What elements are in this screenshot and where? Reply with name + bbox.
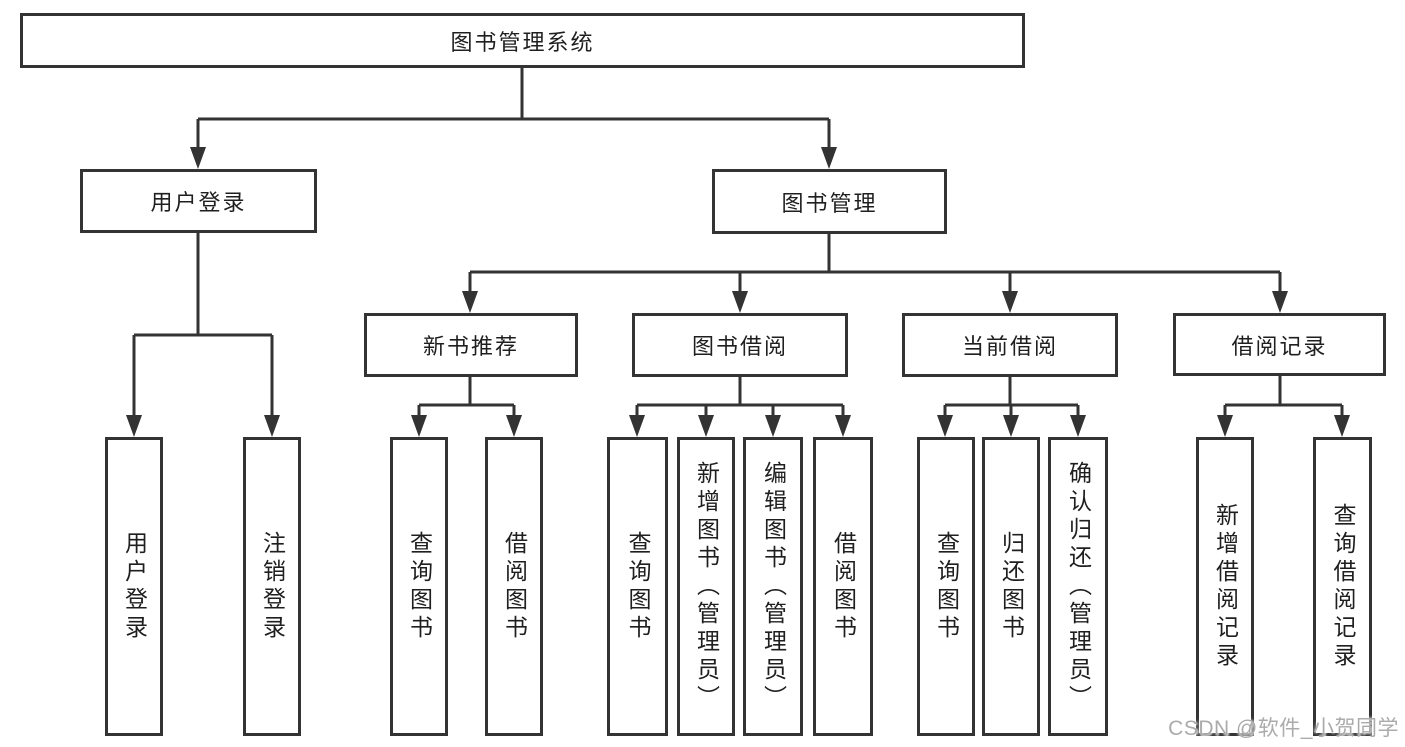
leaf-borrow-books-2: 借阅图书 [813,437,873,736]
leaf-query-borrow-record: 查询借阅记录 [1313,437,1372,736]
connector-lines [132,68,1344,417]
node-label: 借阅图书 [830,530,857,643]
node-label: 注销登录 [259,530,286,643]
node-label: 归还图书 [998,530,1025,643]
node-label: 借阅记录 [1231,333,1328,359]
node-label: 图书借阅 [691,334,788,359]
node-label: 查询借阅记录 [1330,502,1356,671]
node-label: 确认归还（管理员） [1065,460,1092,713]
leaf-borrow-books-recommend: 借阅图书 [485,437,543,736]
node-book-borrow: 图书借阅 [632,313,848,377]
node-label: 新增图书（管理员） [693,460,720,713]
csdn-watermark: CSDN @软件_小贺同学 [1168,717,1399,740]
node-label: 用户登录 [150,190,247,215]
node-borrow-records: 借阅记录 [1173,313,1386,376]
node-user-login: 用户登录 [80,169,317,233]
leaf-query-books-borrow: 查询图书 [607,437,668,736]
node-label: 图书管理系统 [450,29,595,55]
leaf-add-borrow-record: 新增借阅记录 [1196,437,1254,736]
node-label: 借阅图书 [501,530,528,643]
connector-arrowheads [126,147,1350,437]
leaf-query-books-current: 查询图书 [917,437,975,736]
node-label: 新增借阅记录 [1212,502,1239,671]
node-new-book-recommend: 新书推荐 [364,313,578,377]
node-label: 查询图书 [625,530,651,643]
leaf-add-book-admin: 新增图书（管理员） [677,437,735,736]
leaf-query-books-recommend: 查询图书 [390,437,448,736]
leaf-return-book: 归还图书 [982,437,1040,736]
node-label: 查询图书 [406,530,433,643]
node-label: 新书推荐 [422,334,519,359]
leaf-logout: 注销登录 [243,437,301,736]
node-label: 编辑图书（管理员） [760,460,787,713]
leaf-confirm-return-admin: 确认归还（管理员） [1048,437,1108,736]
node-book-management: 图书管理 [712,169,947,234]
node-label: 查询图书 [933,530,960,643]
leaf-user-login: 用户登录 [105,437,163,736]
node-label: 图书管理 [781,190,878,216]
node-label: 当前借阅 [961,334,1058,359]
leaf-edit-book-admin: 编辑图书（管理员） [743,437,803,736]
node-label: 用户登录 [121,530,148,643]
node-root: 图书管理系统 [20,13,1025,68]
node-current-borrow: 当前借阅 [902,313,1118,377]
